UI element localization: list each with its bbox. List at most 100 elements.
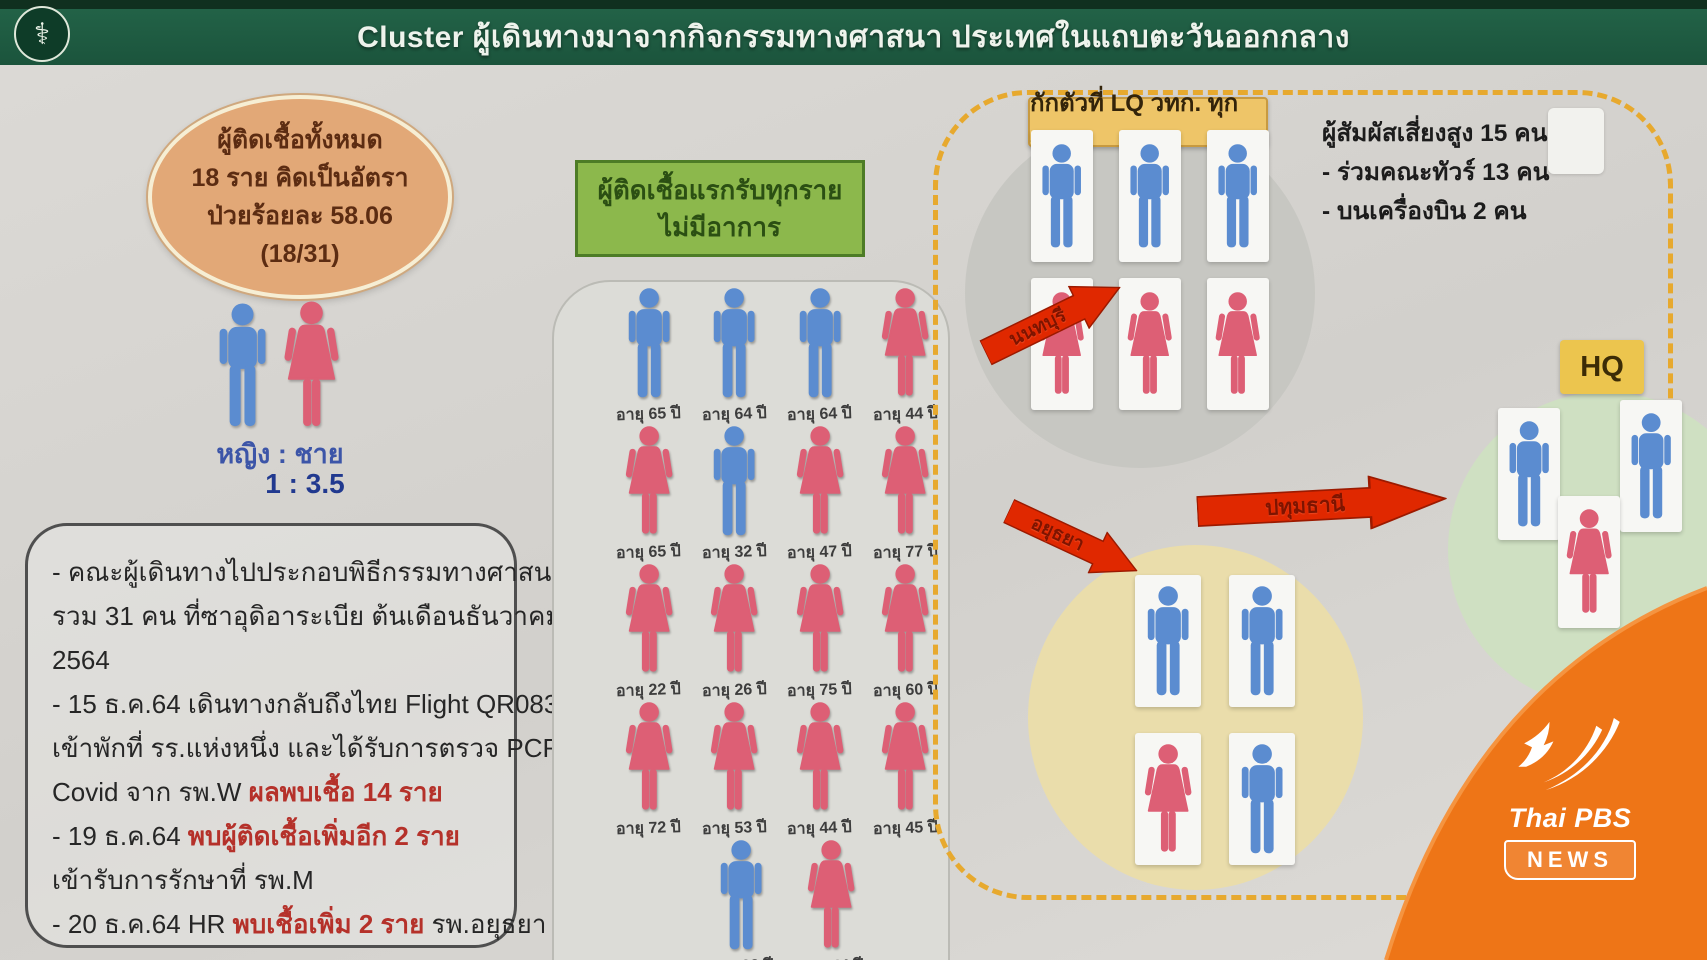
female-icon [878, 563, 932, 675]
female-icon [804, 839, 858, 951]
thai-pbs-watermark: Thai PBS NEWS [1470, 718, 1670, 880]
male-icon [1235, 585, 1289, 697]
male-icon [1625, 412, 1677, 520]
cases-row: อายุ 72 ปีอายุ 53 ปีอายุ 44 ปีอายุ 45 ปี [554, 701, 948, 841]
male-icon [1235, 743, 1289, 855]
case-person: อายุ 64 ปี [777, 287, 863, 427]
female-icon [1141, 743, 1195, 855]
page-title: Cluster ผู้เดินทางมาจากกิจกรรมทางศาสนา ป… [357, 20, 1350, 54]
summary-line: (18/31) [260, 240, 340, 268]
case-person: อายุ 64 ปี [692, 287, 778, 427]
male-icon [622, 287, 676, 399]
person-card [1558, 496, 1620, 628]
person-card [1229, 733, 1295, 865]
age-label: อายุ 33 ปี [708, 953, 774, 960]
case-person: อายุ 47 ปี [777, 425, 863, 565]
female-icon [707, 563, 761, 675]
person-card [1031, 130, 1093, 262]
case-person: อายุ 44 ปี [786, 839, 876, 960]
male-icon [1124, 143, 1175, 249]
female-icon [878, 287, 932, 399]
person-card [1207, 278, 1269, 410]
details-line: - 19 ธ.ค.64 พบผู้ติดเชื้อเพิ่มอีก 2 ราย [52, 821, 460, 851]
details-line: - คณะผู้เดินทางไปประกอบพิธีกรรมทางศาสนา [52, 557, 567, 587]
case-person: อายุ 32 ปี [692, 425, 778, 565]
person-card [1119, 130, 1181, 262]
ministry-health-logo-icon: ⚕ [14, 6, 70, 62]
hq-label-box: HQ [1560, 340, 1644, 394]
female-icon [622, 425, 676, 537]
summary-line: ป่วยร้อยละ 58.06 [207, 202, 393, 230]
case-person: อายุ 75 ปี [777, 563, 863, 703]
arrow-label: ปทุมธานี [1264, 492, 1346, 520]
male-icon [707, 425, 761, 537]
male-icon [714, 839, 768, 951]
cases-panel: อายุ 65 ปีอายุ 64 ปีอายุ 64 ปีอายุ 44 ปี… [552, 280, 950, 960]
first-cases-line: ผู้ติดเชื้อแรกรับทุกราย [597, 174, 843, 205]
female-icon [1212, 291, 1263, 397]
male-icon [1141, 585, 1195, 697]
title-bar: Cluster ผู้เดินทางมาจากกิจกรรมทางศาสนา ป… [0, 9, 1707, 65]
person-card [1229, 575, 1295, 707]
white-card [1548, 108, 1604, 174]
cases-row: อายุ 65 ปีอายุ 64 ปีอายุ 64 ปีอายุ 44 ปี [554, 287, 948, 427]
male-icon [707, 287, 761, 399]
female-icon [878, 425, 932, 537]
male-icon [1212, 143, 1263, 249]
female-icon [707, 701, 761, 813]
details-line: 2564 [52, 645, 110, 675]
male-icon [212, 302, 273, 428]
female-icon [793, 425, 847, 537]
person-card [1135, 733, 1201, 865]
first-cases-line: ไม่มีอาการ [659, 211, 781, 242]
male-icon [793, 287, 847, 399]
ayutthaya-members [1121, 575, 1309, 891]
details-lines: - คณะผู้เดินทางไปประกอบพิธีกรรมทางศาสนาร… [52, 550, 599, 946]
details-box: - คณะผู้เดินทางไปประกอบพิธีกรรมทางศาสนาร… [25, 523, 599, 948]
summary-line: ผู้ติดเชื้อทั้งหมด [217, 126, 383, 154]
female-icon [793, 701, 847, 813]
case-person: อายุ 53 ปี [692, 701, 778, 841]
female-icon [1124, 291, 1175, 397]
top-strip [0, 0, 1707, 9]
cases-row: อายุ 33 ปี อายุ 44 ปี [554, 839, 948, 960]
details-line: เข้ารับการรักษาที่ รพ.M [52, 865, 314, 895]
female-icon [1563, 508, 1615, 616]
gender-ratio-labels: หญิง : ชาย [216, 439, 344, 469]
details-line: Covid จาก รพ.W ผลพบเชื้อ 14 ราย [52, 777, 443, 807]
case-person: อายุ 65 ปี [606, 287, 692, 427]
person-card [1207, 130, 1269, 262]
female-icon [622, 563, 676, 675]
case-person: อายุ 26 ปี [692, 563, 778, 703]
case-person: อายุ 72 ปี [606, 701, 692, 841]
male-icon [1503, 420, 1555, 528]
contacts-line: - บนเครื่องบิน 2 คน [1322, 198, 1527, 225]
details-line: รวม 31 คน ที่ซาอุดิอาระเบีย ต้นเดือนธันว… [52, 601, 563, 631]
details-line: - 15 ธ.ค.64 เดินทางกลับถึงไทย Flight QR0… [52, 689, 573, 719]
thai-pbs-news-badge: NEWS [1504, 840, 1636, 880]
person-card [1498, 408, 1560, 540]
cases-row: อายุ 65 ปีอายุ 32 ปีอายุ 47 ปีอายุ 77 ปี [554, 425, 948, 565]
female-icon [280, 300, 343, 430]
details-line: เข้าพักที่ รร.แห่งหนึ่ง และได้รับการตรวจ… [52, 733, 599, 763]
case-person: อายุ 33 ปี [696, 839, 786, 960]
details-line: - 20 ธ.ค.64 HR พบเชื้อเพิ่ม 2 ราย รพ.อยุ… [52, 909, 547, 939]
contacts-title: ผู้สัมผัสเสี่ยงสูง 15 คน [1322, 120, 1548, 147]
male-icon [1036, 143, 1087, 249]
case-person: อายุ 22 ปี [606, 563, 692, 703]
thai-pbs-bird-icon [1518, 718, 1620, 791]
summary-line: 18 ราย คิดเป็นอัตรา [191, 164, 409, 192]
contacts-line: - ร่วมคณะทัวร์ 13 คน [1322, 159, 1550, 186]
case-person: อายุ 44 ปี [777, 701, 863, 841]
gender-ratio-values: 1 : 3.5 [265, 468, 345, 499]
person-card [1135, 575, 1201, 707]
person-card [1119, 278, 1181, 410]
female-icon [878, 701, 932, 813]
person-card [1620, 400, 1682, 532]
cases-row: อายุ 22 ปีอายุ 26 ปีอายุ 75 ปีอายุ 60 ปี [554, 563, 948, 703]
summary-oval: ผู้ติดเชื้อทั้งหมด 18 ราย คิดเป็นอัตรา ป… [148, 95, 452, 299]
lq-members [1018, 130, 1288, 426]
age-label: อายุ 44 ปี [798, 953, 864, 960]
case-person: อายุ 65 ปี [606, 425, 692, 565]
